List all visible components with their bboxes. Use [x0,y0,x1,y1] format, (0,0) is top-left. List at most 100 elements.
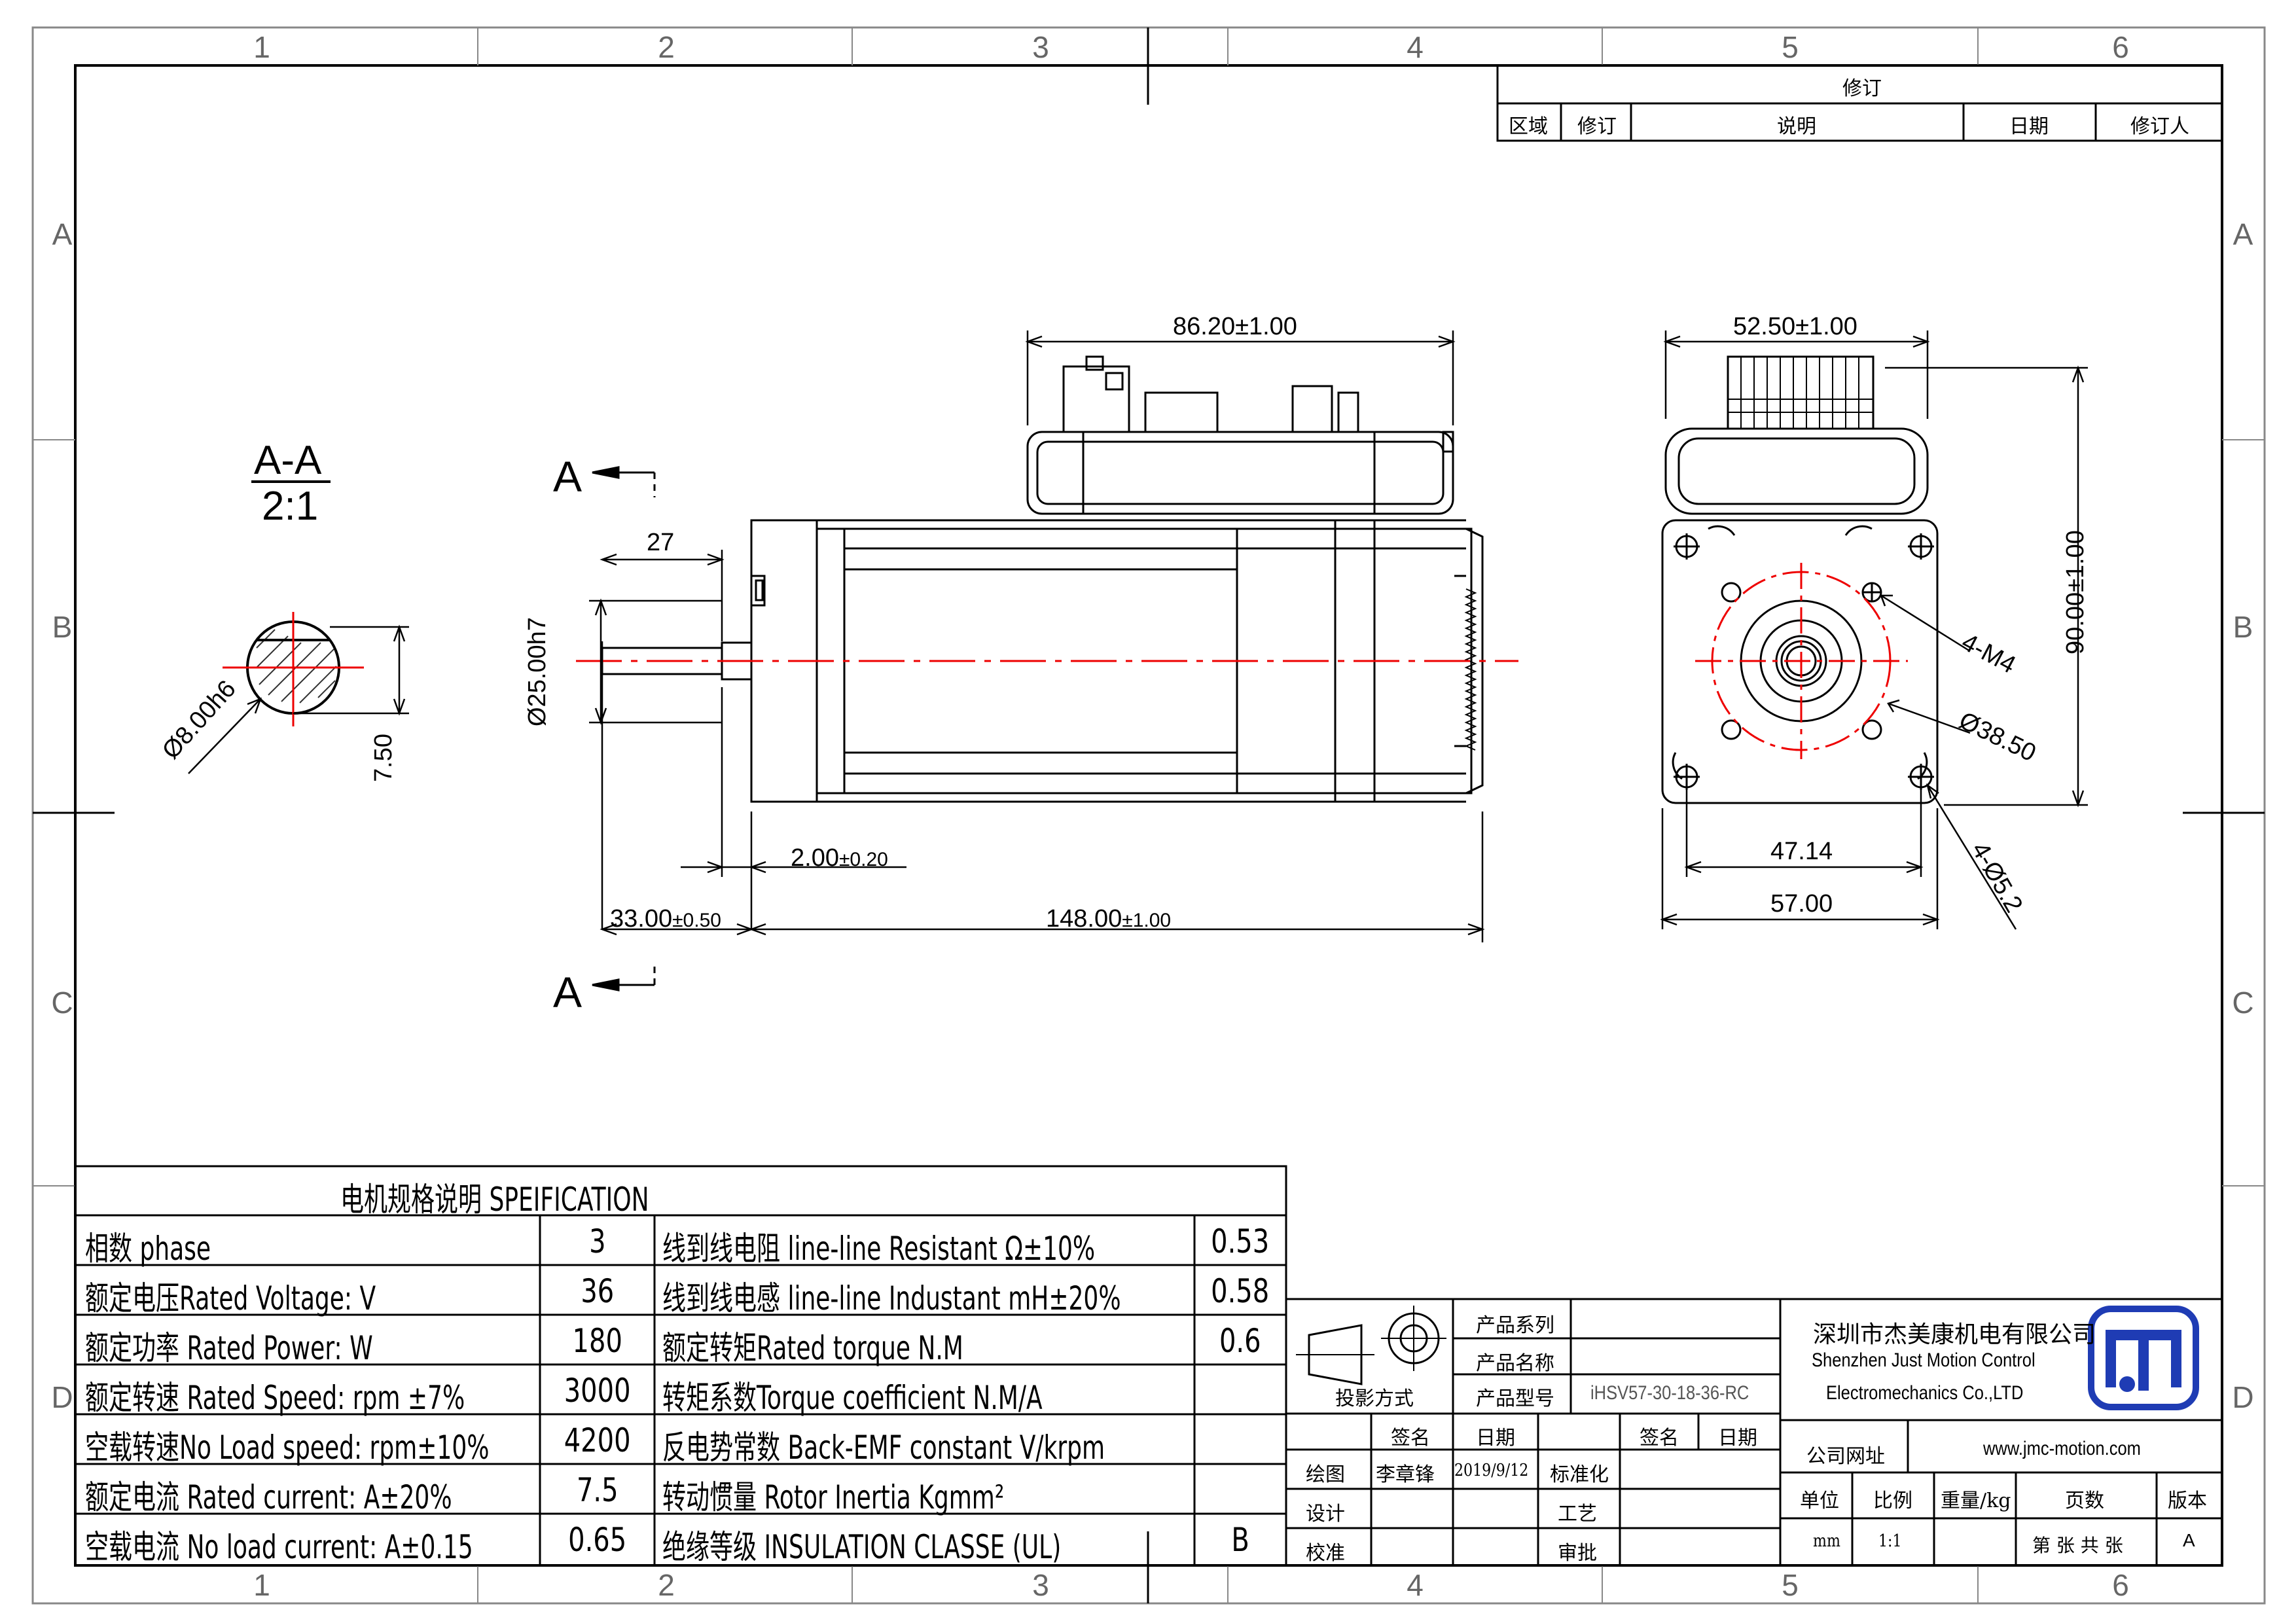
section-scale: 2:1 [262,484,319,529]
spec-row-3-value2-text: 0.6 [1219,1322,1261,1360]
tb-process: 工艺 [1558,1503,1597,1525]
spec-row-1-label2: 线到线电阻 line-line Resistant Ω±10% [662,1222,1263,1270]
zone-col-6-top: 6 [2112,30,2129,64]
dim-flat-height: 7.50 [370,734,397,782]
spec-row-7-value1-text: 0.65 [567,1521,627,1559]
zone-col-4-top: 4 [1407,30,1424,64]
spec-row-2-value2-text: 0.58 [1211,1272,1270,1310]
tb-model-value: iHSV57-30-18-36-RC [1590,1382,1749,1404]
dim-driver-length: 86.20±1.00 [1173,313,1297,340]
dim-flange-size: 57.00 [1770,890,1833,918]
zone-col-4-bottom: 4 [1407,1568,1424,1602]
spec-row-6-value1-text: 7.5 [576,1471,619,1509]
revision-header-date: 日期 [2009,115,2049,138]
spec-row-6-value1: 7.5 [540,1471,655,1509]
spec-title-text: 电机规格说明 SPEIFICATION [340,1181,649,1219]
zone-row-b-left: B [52,610,73,644]
spec-row-3-label1: 额定功率 Rated Power: W [85,1322,485,1369]
tb-name-label: 产品名称 [1476,1352,1554,1375]
spec-row-5-value1-text: 4200 [564,1421,631,1459]
dim-shaft-total-tol: ±0.50 [672,910,721,931]
spec-row-2-label2-text: 线到线电感 line-line Industant mH±20% [662,1279,1121,1317]
spec-row-6-label1: 额定电流 Rated current: A±20% [85,1471,595,1518]
spec-row-4-value1: 3000 [540,1372,655,1410]
zone-col-2-bottom: 2 [658,1568,675,1602]
spec-row-7-label2-text: 绝缘等级 INSULATION CLASSE (UL) [662,1528,1062,1566]
spec-row-1-label2-text: 线到线电阻 line-line Resistant Ω±10% [662,1230,1096,1268]
tb-ratio-label: 比例 [1873,1489,1912,1512]
dim-pilot-depth-tol: ±0.20 [838,849,888,870]
zone-row-a-right: A [2233,217,2253,251]
spec-row-1-value2-text: 0.53 [1211,1222,1270,1260]
zone-col-1-top: 1 [253,30,270,64]
zone-row-a-left: A [52,217,73,251]
revision-header-desc: 说明 [1777,115,1816,138]
dim-body-length-value: 148.00 [1046,905,1122,933]
revision-title: 修订 [1842,77,1882,100]
zone-row-c-left: C [51,986,73,1020]
spec-row-7-value1: 0.65 [540,1521,655,1559]
revision-header-rev: 修订 [1577,115,1617,138]
spec-row-1-value1: 3 [540,1222,655,1260]
spec-row-6-label1-text: 额定电流 Rated current: A±20% [85,1478,452,1516]
zone-row-d-right: D [2232,1380,2254,1414]
spec-row-7-value2: B [1194,1521,1286,1559]
spec-row-1-value1-text: 3 [588,1222,606,1260]
spec-row-1-label1-text: 相数 phase [85,1230,211,1268]
tb-company-en1: Shenzhen Just Motion Control [1812,1349,2036,1371]
zone-row-b-right: B [2233,610,2253,644]
tb-pages: 第 张 共 张 [2032,1535,2123,1556]
spec-row-7-label2: 绝缘等级 INSULATION CLASSE (UL) [662,1521,1216,1568]
spec-row-3-value1-text: 180 [572,1322,622,1360]
tb-sign-1: 签名 [1391,1427,1430,1450]
section-marker-top: A [553,452,583,501]
dim-shaft-total: 33.00±0.50 [610,905,721,933]
spec-row-4-label1-text: 额定转速 Rated Speed: rpm ±7% [85,1379,465,1417]
tb-design-label: 设计 [1306,1503,1345,1525]
spec-row-4-label1: 额定转速 Rated Speed: rpm ±7% [85,1372,613,1419]
tb-unit: mm [1813,1531,1840,1551]
tb-version-label: 版本 [2168,1489,2207,1512]
spec-title: 电机规格说明 SPEIFICATION [340,1173,769,1221]
dim-pilot-depth: 2.00±0.20 [791,844,888,872]
tb-website[interactable]: www.jmc-motion.com [1983,1438,2141,1459]
zone-col-6-bottom: 6 [2112,1568,2129,1602]
spec-row-2-label1: 额定电压Rated Voltage: V [85,1272,489,1319]
dim-hole-spacing: 47.14 [1770,838,1833,865]
spec-row-3-label2: 额定转矩Rated torque N.M [662,1322,1081,1369]
dim-shaft-total-value: 33.00 [610,905,673,933]
tb-projection: 投影方式 [1335,1387,1414,1410]
spec-row-6-label2-text: 转动惯量 Rotor Inertia Kgmm² [662,1478,1005,1516]
spec-row-5-value1: 4200 [540,1421,655,1459]
tb-unit-label: 单位 [1800,1489,1839,1512]
zone-col-1-bottom: 1 [253,1568,270,1602]
spec-row-5-label1: 空载转速No Load speed: rpm±10% [85,1421,647,1469]
revision-header-reviser: 修订人 [2130,115,2189,138]
spec-row-7-label1-text: 空载电流 No load current: A±0.15 [85,1528,473,1566]
spec-row-5-label1-text: 空载转速No Load speed: rpm±10% [85,1429,490,1467]
dim-driver-width: 52.50±1.00 [1733,313,1857,340]
section-marker-bottom: A [553,968,583,1016]
spec-row-7-value2-text: B [1231,1521,1249,1559]
zone-row-d-left: D [51,1380,73,1414]
spec-row-3-value1: 180 [540,1322,655,1360]
spec-row-5-label2: 反电势常数 Back-EMF constant V/krpm [662,1421,1277,1469]
tb-draw-date: 2019/9/12 [1454,1461,1529,1480]
dim-total-height: 90.00±1.00 [2062,530,2089,654]
tb-website-label: 公司网址 [1806,1445,1885,1468]
side-view [601,355,1484,803]
spec-row-2-label2: 线到线电感 line-line Industant mH±20% [662,1272,1299,1319]
spec-row-1-label1: 相数 phase [85,1222,260,1270]
spec-row-2-value1-text: 36 [581,1272,614,1310]
tb-standard: 标准化 [1550,1463,1609,1486]
tb-weight-label: 重量/kg [1941,1489,2011,1512]
spec-row-2-label1-text: 额定电压Rated Voltage: V [85,1279,376,1317]
spec-row-6-label2: 转动惯量 Rotor Inertia Kgmm² [662,1471,1137,1518]
tb-ratio: 1:1 [1878,1531,1902,1551]
spec-row-1-value2: 0.53 [1194,1222,1286,1260]
zone-col-2-top: 2 [658,30,675,64]
tb-model-label: 产品型号 [1476,1387,1554,1410]
spec-row-4-value1-text: 3000 [564,1372,631,1410]
tb-company-en2: Electromechanics Co.,LTD [1826,1382,2024,1404]
